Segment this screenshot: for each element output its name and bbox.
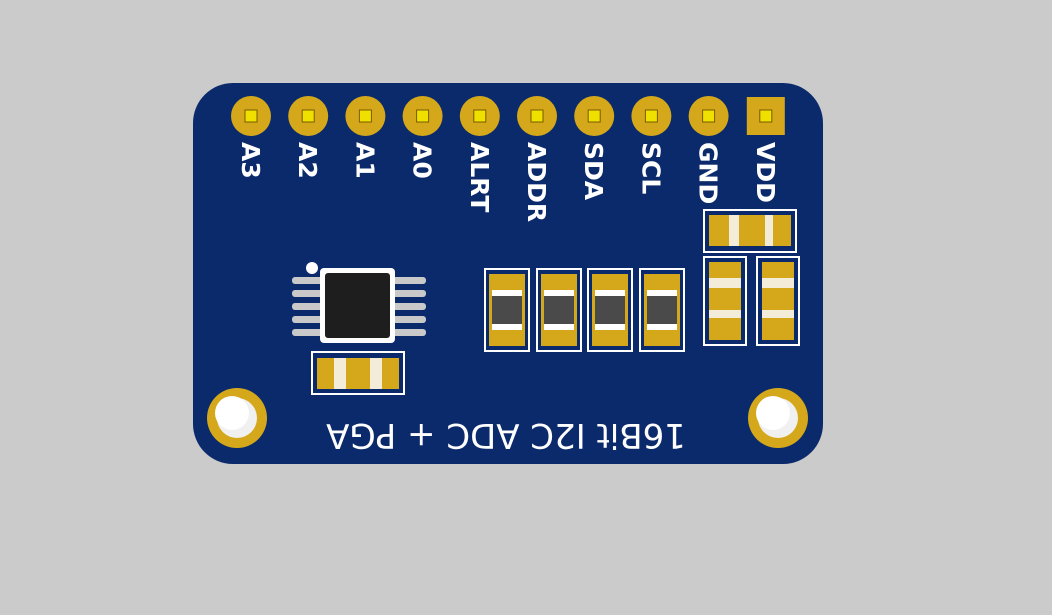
resistor-3	[587, 268, 633, 352]
pin-label-addr: ADDR	[522, 142, 551, 222]
pin-label-sda: SDA	[579, 142, 608, 201]
header-pin-alrt: ALRT	[459, 96, 500, 212]
resistor-4	[639, 268, 685, 352]
mounting-hole-right	[748, 388, 808, 448]
pin-label-scl: SCL	[636, 142, 665, 194]
header-pin-vdd: VDD	[746, 97, 785, 203]
pin-label-alrt: ALRT	[465, 142, 494, 212]
capacitor-vertical-2	[756, 256, 800, 346]
header-pin-addr: ADDR	[517, 96, 557, 222]
header-pin-gnd: GND	[688, 96, 729, 204]
capacitor-chip	[311, 351, 405, 395]
header-pin-a0: A0	[402, 96, 443, 179]
chip-leads-left	[292, 277, 326, 336]
pin-label-a0: A0	[408, 142, 437, 179]
header-pins: A3 A2 A1 A0 ALRT ADDR SDA SCL GND VDD	[231, 96, 785, 222]
silkscreen-title: 16Bit I2C ADC + PGA	[326, 415, 686, 455]
resistor-array	[484, 268, 685, 352]
header-pin-a1: A1	[345, 96, 386, 179]
pin-label-a3: A3	[236, 142, 265, 179]
pin-label-a1: A1	[350, 142, 379, 179]
pin-label-vdd: VDD	[751, 142, 780, 203]
pin1-dot	[306, 262, 318, 274]
capacitor-power-horizontal	[703, 209, 797, 253]
adc-chip	[292, 262, 426, 343]
resistor-1	[484, 268, 530, 352]
header-pin-a2: A2	[288, 96, 329, 179]
header-pin-sda: SDA	[574, 96, 615, 201]
header-pin-scl: SCL	[631, 96, 672, 194]
pin-label-a2: A2	[293, 142, 322, 179]
mounting-hole-left	[207, 388, 267, 448]
capacitor-vertical-1	[703, 256, 747, 346]
pin-label-gnd: GND	[694, 142, 723, 204]
header-pin-a3: A3	[231, 96, 271, 179]
resistor-2	[536, 268, 582, 352]
chip-leads-right	[392, 277, 426, 336]
